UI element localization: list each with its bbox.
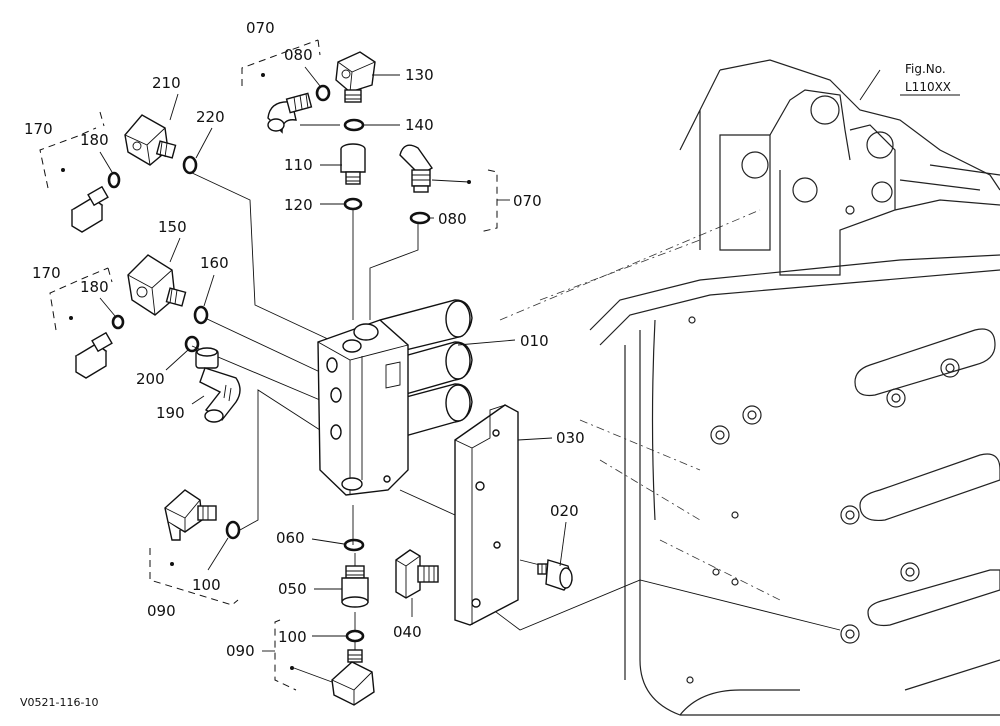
elbow-fitting-070-right xyxy=(399,144,471,193)
callout-140: 140 xyxy=(405,116,434,134)
callout-050: 050 xyxy=(278,580,307,598)
o-ring-060 xyxy=(343,538,365,552)
elbow-fitting-090-left xyxy=(164,489,217,566)
elbow-fitting-090-bottom xyxy=(290,649,375,706)
callout-100-bottom: 100 xyxy=(278,628,307,646)
callout-210: 210 xyxy=(152,74,181,92)
group-bracket-070-right xyxy=(479,169,498,233)
fig-no-value: L110XX xyxy=(905,80,951,94)
bracket-plate xyxy=(454,404,519,626)
callout-100: 100 xyxy=(192,576,221,594)
tee-fitting-210 xyxy=(124,114,177,166)
drawing-code: V0521-116-10 xyxy=(20,696,98,709)
callout-090: 090 xyxy=(147,602,176,620)
callout-130: 130 xyxy=(405,66,434,84)
callout-160: 160 xyxy=(200,254,229,272)
elbow-fitting-190 xyxy=(195,347,241,423)
group-bracket-070-top xyxy=(241,39,319,86)
o-ring-120 xyxy=(343,197,363,211)
callout-170-bottom: 170 xyxy=(32,264,61,282)
elbow-fitting-070-top xyxy=(261,73,313,134)
tractor-frame xyxy=(499,59,1000,716)
nipple-170-bottom xyxy=(69,316,113,379)
o-ring-080-top xyxy=(315,84,331,102)
frame-bolt-icon xyxy=(710,358,960,644)
callout-150: 150 xyxy=(158,218,187,236)
fitting-040 xyxy=(395,549,439,599)
elbow-fitting-130 xyxy=(335,51,376,103)
callout-180: 180 xyxy=(80,131,109,149)
callout-200: 200 xyxy=(136,370,165,388)
o-ring-160 xyxy=(193,305,209,325)
o-ring-140 xyxy=(343,118,365,132)
o-ring-180-bottom xyxy=(111,314,125,330)
callout-090-bottom: 090 xyxy=(226,642,255,660)
callout-070: 070 xyxy=(246,19,275,37)
bolt-020 xyxy=(537,559,573,591)
o-ring-100-left xyxy=(225,520,241,540)
group-bracket-170-top xyxy=(39,127,97,189)
valve-body xyxy=(317,299,473,496)
fig-no-label: Fig.No. xyxy=(905,62,946,76)
callout-190: 190 xyxy=(156,404,185,422)
callout-030: 030 xyxy=(556,429,585,447)
callout-170: 170 xyxy=(24,120,53,138)
adapter-110 xyxy=(340,143,366,185)
callout-060: 060 xyxy=(276,529,305,547)
callout-220: 220 xyxy=(196,108,225,126)
callout-110: 110 xyxy=(284,156,313,174)
o-ring-200 xyxy=(184,335,200,353)
callout-020: 020 xyxy=(550,502,579,520)
o-ring-180-top xyxy=(107,171,121,189)
callout-180-bottom: 180 xyxy=(80,278,109,296)
o-ring-220 xyxy=(182,155,198,175)
callout-080-right: 080 xyxy=(438,210,467,228)
nipple-170-top xyxy=(61,168,109,233)
o-ring-080-right xyxy=(409,211,431,225)
adapter-050 xyxy=(341,565,369,608)
callout-070-right: 070 xyxy=(513,192,542,210)
callout-010: 010 xyxy=(520,332,549,350)
callout-080: 080 xyxy=(284,46,313,64)
group-bracket-090-bottom xyxy=(274,619,297,691)
o-ring-100-bottom xyxy=(345,629,365,643)
group-bracket-170-bottom xyxy=(49,267,109,331)
callout-120: 120 xyxy=(284,196,313,214)
figure-number: Fig.No. L110XX xyxy=(900,62,960,96)
callout-labels: 070 080 130 210 220 140 170 180 110 120 … xyxy=(24,19,585,660)
callout-ticks xyxy=(99,66,881,652)
callout-040: 040 xyxy=(393,623,422,641)
tee-fitting-150 xyxy=(127,254,187,316)
group-bracket-090-left xyxy=(149,548,239,606)
